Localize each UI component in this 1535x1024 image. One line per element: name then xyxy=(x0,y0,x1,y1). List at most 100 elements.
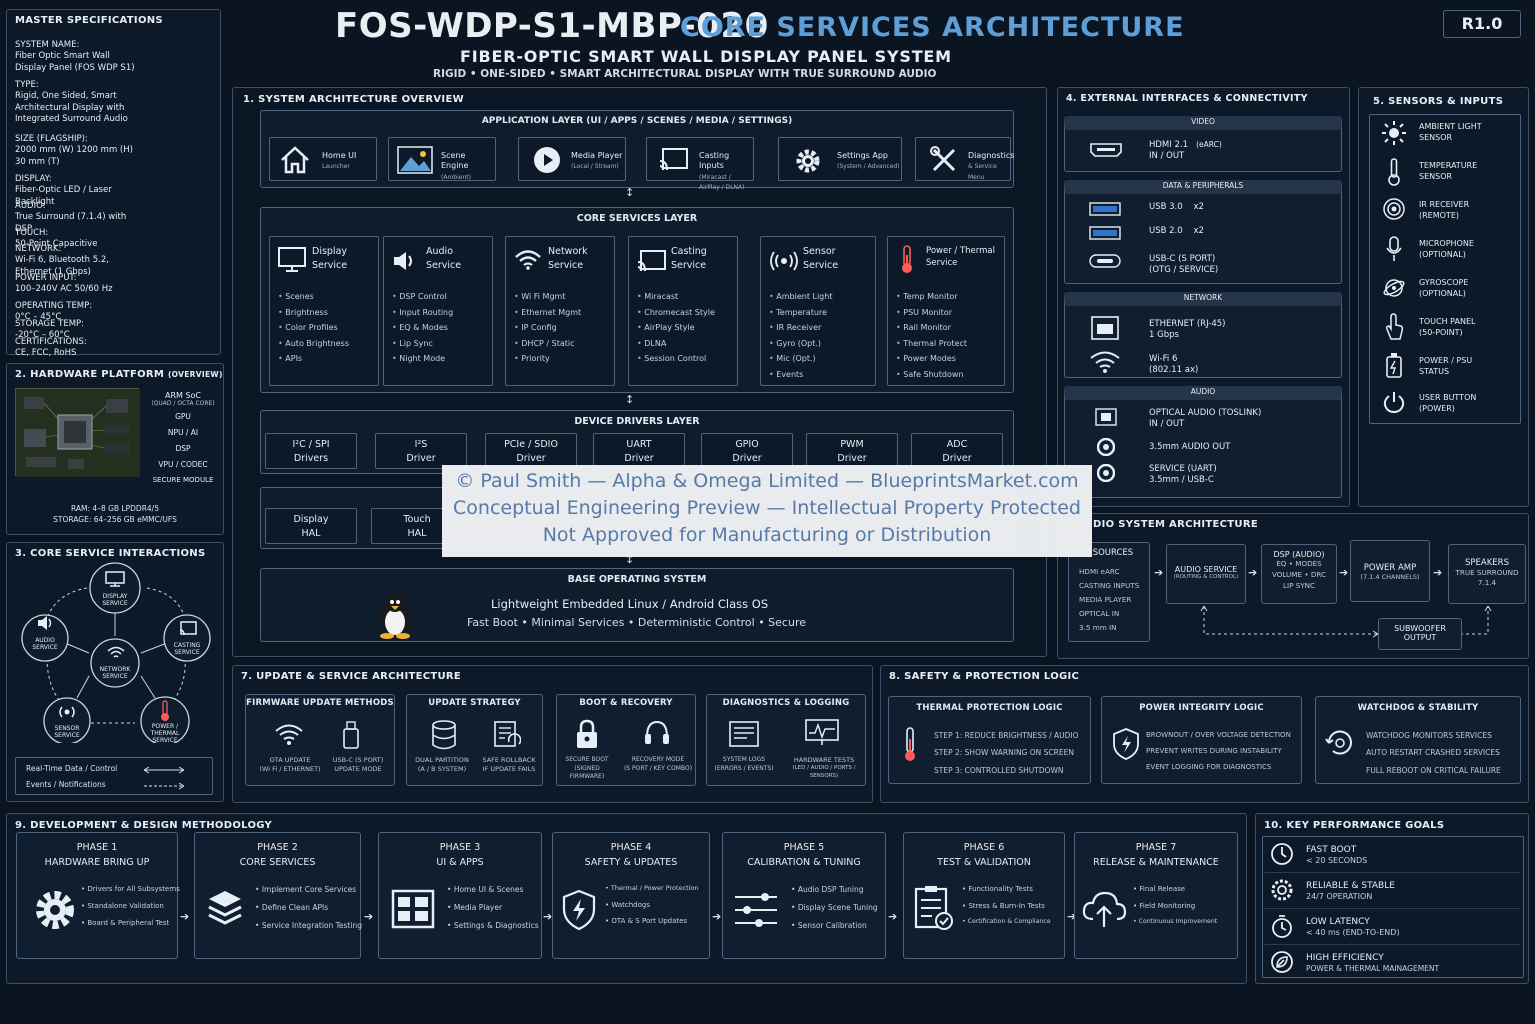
copyright-watermark: © Paul Smith — Alpha & Omega Limited — B… xyxy=(442,465,1092,557)
play-icon xyxy=(533,146,561,174)
layer-arrow-3: ↕ xyxy=(625,553,635,566)
revision-badge: R1.0 xyxy=(1443,10,1521,38)
flow-arrow: ➔ xyxy=(1433,566,1443,579)
thermometer-icon xyxy=(1388,158,1400,186)
layer-arrow-2: ↕ xyxy=(625,393,635,406)
ram-spec: RAM: 4–8 GB LPDDR4/5 xyxy=(71,504,159,513)
storage-spec: STORAGE: 64–256 GB eMMC/UFS xyxy=(53,515,177,524)
network-group: NETWORK ETHERNET (RJ-45)1 Gbps Wi-Fi 6(8… xyxy=(1064,292,1342,378)
header-subtitle: FIBER-OPTIC SMART WALL DISPLAY PANEL SYS… xyxy=(460,47,952,66)
node-casting-service: CASTING SERVICE xyxy=(173,642,201,657)
spec-operating-temp: OPERATING TEMP:0°C – 45°C xyxy=(15,301,93,323)
hdmi-port-icon xyxy=(1089,142,1123,158)
audio-connectivity-group: AUDIO OPTICAL AUDIO (TOSLINK)IN / OUT 3.… xyxy=(1064,386,1342,498)
sensors-list xyxy=(1369,114,1521,424)
master-specifications-title: MASTER SPECIFICATIONS xyxy=(15,15,163,26)
phase-arrow: ➔ xyxy=(543,910,553,923)
service-network: NetworkServiceWi Fi MgmtEthernet MgmtIP … xyxy=(505,236,615,386)
thermal-protection-group: THERMAL PROTECTION LOGIC STEP 1: REDUCE … xyxy=(888,696,1091,784)
audio-service-box: AUDIO SERVICE(ROUTING & CONTROL) xyxy=(1166,544,1246,604)
recovery-headset-icon xyxy=(643,719,671,747)
development-methodology-panel: 9. DEVELOPMENT & DESIGN METHODOLOGY PHAS… xyxy=(6,813,1247,984)
power-integrity-group: POWER INTEGRITY LOGIC BROWNOUT / OVER VO… xyxy=(1101,696,1302,784)
spec-storage-temp: STORAGE TEMP:-20°C – 60°C xyxy=(15,319,85,341)
phase-3: PHASE 3UI & APPS Home UI & ScenesMedia P… xyxy=(378,832,542,959)
kpg-list xyxy=(1262,836,1524,978)
hardware-platform-title: 2. HARDWARE PLATFORM (OVERVIEW) xyxy=(15,369,223,380)
app-diagnostics: Diagnostics& Service Menu xyxy=(915,137,1014,181)
gear-icon xyxy=(793,146,823,176)
service-audio: AudioServiceDSP ControlInput RoutingEQ &… xyxy=(383,236,493,386)
ir-receiver-icon xyxy=(1383,198,1405,220)
shield-bolt-icon xyxy=(1112,727,1140,761)
tools-icon xyxy=(930,146,958,174)
diagnostics-logging-group: DIAGNOSTICS & LOGGING SYSTEM LOGS(ERRORS… xyxy=(706,694,866,786)
document-title: CORE SERVICES ARCHITECTURE xyxy=(680,12,1185,43)
watchdog-stability-group: WATCHDOG & STABILITY WATCHDOG MONITORS S… xyxy=(1315,696,1521,784)
spec-touch: TOUCH:50-Point Capacitive xyxy=(15,228,98,250)
key-performance-goals-panel: 10. KEY PERFORMANCE GOALS FAST BOOT< 20 … xyxy=(1255,813,1529,984)
cast-icon xyxy=(659,147,689,173)
application-layer: APPLICATION LAYER (UI / APPS / SCENES / … xyxy=(260,110,1014,191)
phase-arrow: ➔ xyxy=(888,910,898,923)
usb3-port-icon xyxy=(1089,202,1121,216)
app-scene-engine: Scene Engine(Ambient) xyxy=(388,137,496,181)
sensor-signal-icon xyxy=(769,249,799,273)
power-button-icon xyxy=(1383,391,1405,414)
flow-arrow: ➔ xyxy=(1339,566,1349,579)
circuit-board-image xyxy=(15,388,140,477)
document-code: FOS-WDP-S1-MBP-020 xyxy=(335,6,769,46)
checklist-icon xyxy=(912,885,956,931)
flow-arrow: ➔ xyxy=(1248,566,1258,579)
touch-hand-icon xyxy=(1384,313,1404,341)
boot-recovery-group: BOOT & RECOVERY SECURE BOOT(SIGNED FIRMW… xyxy=(556,694,696,786)
video-group: VIDEO HDMI 2.1 (eARC)IN / OUT xyxy=(1064,116,1342,172)
sensor-ir-receiver: IR RECEIVER(REMOTE) xyxy=(1419,200,1470,220)
wifi-icon xyxy=(274,723,304,747)
os-description: Lightweight Embedded Linux / Android Cla… xyxy=(491,597,769,611)
thermometer-icon xyxy=(903,727,917,763)
sensors-inputs-title: 5. SENSORS & INPUTS xyxy=(1373,96,1504,107)
update-strategy-group: UPDATE STRATEGY DUAL PARTITION(A / B SYS… xyxy=(406,694,543,786)
app-casting-inputs: Casting Inputs(Miracast / AirPlay / DLNA… xyxy=(646,137,754,191)
core-service-interactions-title: 3. CORE SERVICE INTERACTIONS xyxy=(15,548,206,559)
phase-arrow: ➔ xyxy=(712,910,722,923)
hardware-platform-panel: 2. HARDWARE PLATFORM (OVERVIEW) ARM SoC … xyxy=(6,363,224,535)
audio-system-architecture-title: DIO SYSTEM ARCHITECTURE xyxy=(1093,519,1258,530)
sensor-gyroscope: GYROSCOPE(OPTIONAL) xyxy=(1419,278,1469,298)
kpg-low-latency: LOW LATENCY< 40 ms (END-TO-END) xyxy=(1306,917,1400,938)
development-methodology-title: 9. DEVELOPMENT & DESIGN METHODOLOGY xyxy=(15,820,273,831)
lock-icon xyxy=(575,719,599,749)
ethernet-port-icon xyxy=(1091,316,1119,340)
speaker-icon xyxy=(36,614,54,632)
sensor-microphone: MICROPHONE(OPTIONAL) xyxy=(1419,239,1474,259)
app-settings: Settings App(System / Advanced) xyxy=(778,137,902,181)
safety-protection-title: 8. SAFETY & PROTECTION LOGIC xyxy=(889,671,1080,682)
audio-system-architecture-panel: DIO SYSTEM ARCHITECTURE T SOURCES HDMI e… xyxy=(1057,513,1529,659)
kpg-fast-boot: FAST BOOT< 20 SECONDS xyxy=(1306,845,1368,866)
reliability-gear-icon xyxy=(1270,878,1294,902)
thermometer-icon xyxy=(160,700,170,722)
os-features: Fast Boot • Minimal Services • Determini… xyxy=(467,616,807,629)
power-supply-icon xyxy=(1385,352,1403,378)
watchdog-refresh-icon xyxy=(1324,727,1356,759)
spec-network: NETWORK:Wi-Fi 6, Bluetooth 5.2, Ethernet… xyxy=(15,244,109,277)
speaker-icon xyxy=(392,249,418,273)
node-sensor-service: SENSOR SERVICE xyxy=(54,725,80,740)
usb2-port-icon xyxy=(1089,226,1121,240)
spec-audio: AUDIO:True Surround (7.1.4) with DSP xyxy=(15,201,127,234)
